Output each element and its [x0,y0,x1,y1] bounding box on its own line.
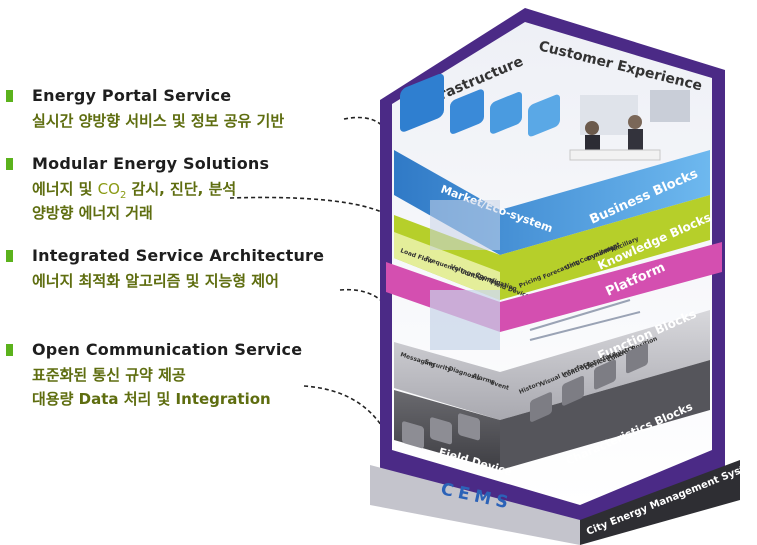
plant-icon [528,94,560,137]
cems-base [370,465,580,545]
service-description: 양방향 에너지 거래 [32,204,153,222]
cems-base-side [580,460,740,545]
network-cables [430,200,641,350]
car-icon [562,375,584,406]
infrastructure-icons [400,73,560,137]
bullet-icon [6,344,13,356]
function-blocks-layer [394,310,710,420]
service-title: Integrated Service Architecture [32,246,325,265]
building-icon [626,343,648,374]
people-icon [530,392,552,422]
bullet-icon [6,250,13,262]
bullet-icon [6,90,13,102]
service-title: Energy Portal Service [32,86,232,105]
wind-turbine-icon [430,417,452,445]
service-description: 에너지 최적화 알고리즘 및 지능형 제어 [32,272,279,290]
highway-icon [400,73,444,132]
house-icon [594,359,616,390]
characteristics-blocks-layer [500,360,710,470]
co2-label: CO2 [97,180,127,201]
service-title: Open Communication Service [32,340,303,359]
service-description: 에너지 및 CO2 감시, 진단, 분석 [32,180,237,201]
service-description: 실시간 양방향 서비스 및 정보 공유 기반 [32,112,285,130]
water-icon [490,92,522,134]
service-title: Modular Energy Solutions [32,154,270,173]
device-icons [402,343,648,449]
solar-panel-icon [458,413,480,441]
factory-icon [402,421,424,449]
tower-icon [450,89,484,134]
cems-building-diagram: Infrastructure Customer Experience Marke… [370,8,757,545]
service-description: 대용량 Data 처리 및 Integration [32,390,271,408]
service-description: 표준화된 통신 규약 제공 [32,366,186,384]
bullet-icon [6,158,13,170]
customer-scene [569,90,690,161]
